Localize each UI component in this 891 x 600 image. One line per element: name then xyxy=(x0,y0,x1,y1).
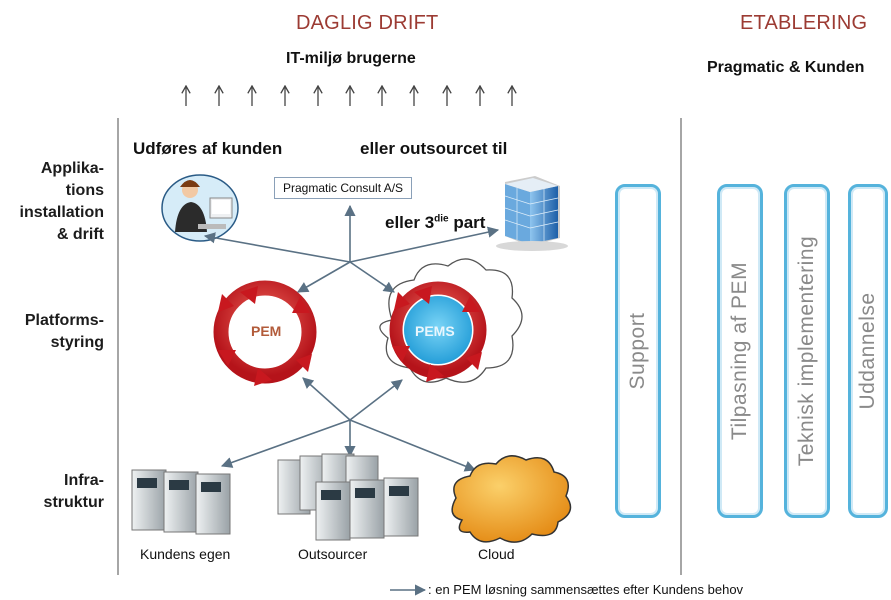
pill-uddannelse: Uddannelse xyxy=(848,184,888,518)
connector-arrows xyxy=(203,204,500,472)
pill-teknisk-label: Teknisk implementering xyxy=(795,235,818,467)
outsourced-label: eller outsourcet til xyxy=(360,139,508,158)
customer-performs-label: Udføres af kunden xyxy=(133,139,283,158)
header-etablering: ETABLERING xyxy=(740,12,868,34)
pems-label: PEMS xyxy=(415,323,455,339)
caption-cloud: Cloud xyxy=(478,546,515,562)
row-label-applikation: Applika- tions installation & drift xyxy=(19,160,104,243)
cloud-icon xyxy=(451,455,572,543)
caption-kundens-egen: Kundens egen xyxy=(140,546,231,562)
pems-cloud-cycle-icon xyxy=(379,258,523,383)
pill-tilpasning: Tilpasning af PEM xyxy=(717,184,763,518)
outsourcer-servers-icon xyxy=(277,453,419,541)
pill-tilpasning-label: Tilpasning af PEM xyxy=(728,261,751,441)
pill-uddannelse-label: Uddannelse xyxy=(856,292,879,410)
caption-outsourcer: Outsourcer xyxy=(298,546,368,562)
pill-support: Support xyxy=(615,184,661,518)
operator-icon xyxy=(161,174,239,242)
third-party-label: eller 3die part xyxy=(385,213,486,232)
pill-support-label: Support xyxy=(626,312,649,390)
up-arrows xyxy=(186,86,512,106)
users-label: IT-miljø brugerne xyxy=(286,50,416,67)
pragmatic-consult-box: Pragmatic Consult A/S xyxy=(274,177,413,199)
row-label-infra: Infra- struktur xyxy=(43,472,104,511)
legend-footnote: : en PEM løsning sammensættes efter Kund… xyxy=(428,582,744,597)
pill-teknisk: Teknisk implementering xyxy=(784,184,830,518)
office-building-icon xyxy=(496,176,568,251)
pragmatic-kunden-label: Pragmatic & Kunden xyxy=(707,59,865,76)
pem-label: PEM xyxy=(251,323,282,339)
row-label-platform: Platforms- styring xyxy=(24,312,104,351)
customer-servers-icon xyxy=(131,469,231,535)
pem-cycle-icon xyxy=(213,280,317,386)
header-daglig-drift: DAGLIG DRIFT xyxy=(296,12,439,34)
